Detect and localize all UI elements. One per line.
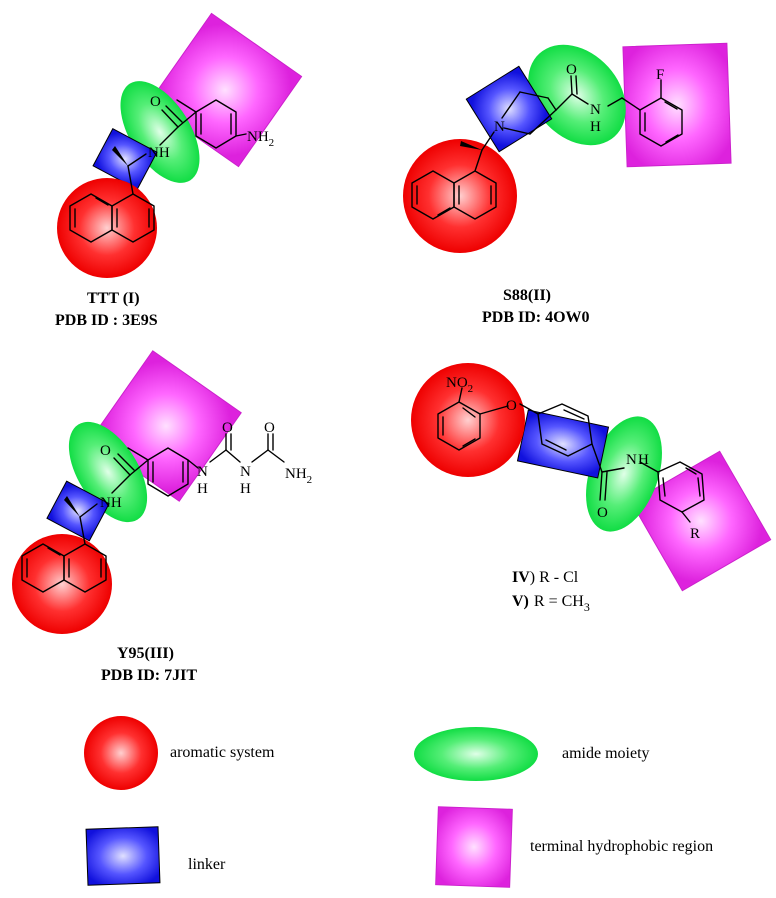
legend-aromatic-swatch [84,716,158,790]
legend-linker-label: linker [188,856,226,873]
y95-h2-label: H [240,481,251,497]
terminal-region-shape [630,450,772,592]
legend-amide-label: amide moiety [562,745,650,762]
aromatic-region-shape [411,363,525,477]
molecule-s88: N O N H F S88(II) PDB ID: 4OW0 [403,42,732,326]
y95-o1-label: O [100,443,111,459]
molecule-iv-v: NO2 O N H O R IV) R - Cl V)R = CH3 [411,363,772,614]
legend-aromatic-label: aromatic system [170,744,275,761]
iv-v-n-label: N [626,452,637,468]
molecule-ttt: NH2 O NH TTT (I) PDB ID : 3E9S [55,12,303,329]
y95-nh-label: NH [100,495,122,511]
y95-n1-label: N [197,464,208,480]
legend-terminal-label: terminal hydrophobic region [530,838,713,855]
s88-f-label: F [656,67,664,83]
iv-v-no2-label: NO2 [446,375,473,395]
y95-h1-label: H [197,481,208,497]
s88-pdb-caption: PDB ID: 4OW0 [482,309,590,326]
iv-caption: IV) R - Cl [512,569,579,586]
iv-v-o-label: O [597,505,608,521]
ttt-nh-label: NH [148,145,170,161]
ttt-o-label: O [150,94,161,110]
amide-region-shape [120,81,200,183]
amide-region-shape [528,44,626,146]
y95-o2-label: O [222,420,233,436]
y95-nh2-label: NH2 [285,466,312,486]
iv-v-bonds [437,387,705,523]
iv-v-h-label: H [638,452,649,468]
y95-name-caption: Y95(III) [117,645,174,662]
molecule-y95: O NH N H O N H O NH2 Y95(III) PDB ID: 7J… [12,350,312,684]
aromatic-region-shape [57,178,157,278]
s88-name-caption: S88(II) [503,287,551,304]
legend-amide-swatch [414,727,538,781]
iv-v-r-label: R [690,526,700,542]
y95-o3-label: O [264,420,275,436]
legend: aromatic system amide moiety linker term… [84,716,713,888]
ttt-bonds [69,99,247,243]
linker-region-shape [516,409,610,479]
amide-region-shape [68,421,148,523]
terminal-region-shape [622,42,732,168]
legend-terminal-swatch [435,806,513,888]
ttt-pdb-caption: PDB ID : 3E9S [55,312,158,329]
linker-region-shape [46,480,110,542]
linker-region-shape [92,128,158,190]
aromatic-region-shape [12,534,112,634]
y95-bonds [21,433,285,593]
s88-n-label: N [590,102,601,118]
ttt-nh2-label: NH2 [247,129,274,149]
aromatic-region-shape [403,139,517,253]
s88-o-label: O [566,62,577,78]
legend-linker-swatch [85,826,161,886]
iv-v-ether-o-label: O [506,398,517,414]
ttt-name-caption: TTT (I) [87,290,140,307]
y95-n2-label: N [240,464,251,480]
s88-bonds [411,75,683,220]
y95-pdb-caption: PDB ID: 7JIT [101,667,197,684]
s88-h-label: H [590,119,601,135]
v-caption: V)R = CH3 [512,593,590,614]
s88-ring-n-label: N [494,119,505,135]
